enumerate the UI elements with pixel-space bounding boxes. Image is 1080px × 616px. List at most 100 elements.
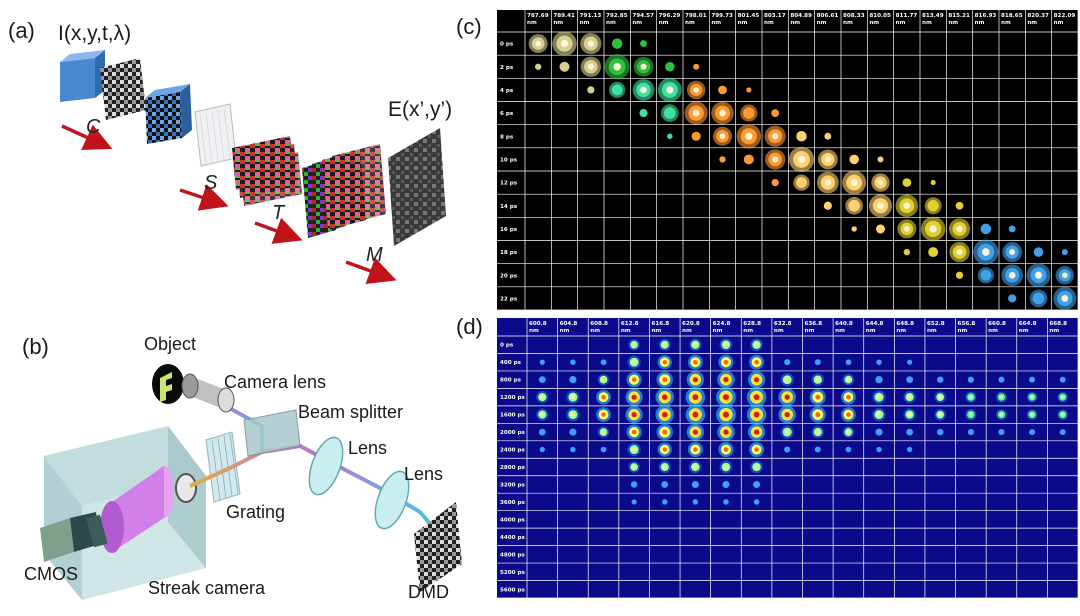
beam-splitter (243, 409, 301, 457)
time-label: 16 ps (500, 227, 518, 233)
frame-spot-core (661, 411, 668, 418)
frame-spot-core (1030, 395, 1034, 399)
wavelength-unit: nm (682, 328, 692, 334)
wavelength-unit: nm (632, 20, 642, 26)
frame-spot-core (784, 411, 790, 418)
time-label: 4000 ps (500, 517, 526, 523)
wavelength-label: 794.57 (632, 13, 654, 19)
frame-spot-core (601, 377, 606, 382)
frame-spot-core (846, 412, 851, 417)
frame-spot (661, 481, 669, 488)
frame-spot (849, 154, 859, 165)
frame-spot (876, 446, 882, 453)
frame-spot-core (815, 430, 820, 434)
time-label: 2 ps (500, 65, 514, 71)
lens-1-label: Lens (348, 438, 388, 458)
frame-spot-core (724, 342, 728, 347)
frame-spot-core (723, 447, 729, 452)
wavelength-unit: nm (817, 20, 827, 26)
frame-spot (723, 499, 729, 505)
time-label: 1200 ps (500, 395, 526, 401)
frame-spot-core (877, 179, 884, 186)
frame-spot (875, 428, 883, 436)
frame-spot (722, 480, 730, 489)
wavelength-unit: nm (527, 20, 537, 26)
frame-spot-core (640, 86, 647, 94)
time-label: 10 ps (500, 157, 518, 163)
wavelength-label: 636.8 (805, 321, 823, 327)
frame-spot-core (1061, 395, 1065, 399)
optical-setup-diagram (40, 364, 462, 600)
camera-lens (181, 373, 235, 413)
frame-spot-core (772, 156, 779, 163)
wavelength-unit: nm (975, 20, 985, 26)
frame-spot-core (693, 359, 698, 365)
frame-spot-core (1061, 294, 1069, 302)
frame-spot-core (850, 179, 858, 187)
lens-2-label: Lens (404, 464, 444, 484)
frame-spot-core (570, 412, 575, 417)
wavelength-label: 624.8 (713, 321, 731, 327)
cmos-label: CMOS (24, 564, 78, 584)
wavelength-unit: nm (560, 328, 570, 334)
frame-spot-core (1008, 271, 1016, 279)
time-label: 800 ps (500, 378, 522, 384)
frame-spot-core (969, 395, 973, 399)
frame-spot (930, 180, 936, 186)
frame-spot (848, 199, 861, 212)
frame-spot (851, 226, 857, 232)
wavelength-label: 656.8 (958, 321, 976, 327)
beam-splitter-label: Beam splitter (298, 402, 404, 422)
frame-spot-core (693, 465, 698, 469)
panel-a-label: (a) (8, 18, 35, 43)
time-label: 14 ps (500, 204, 518, 210)
wavelength-label: 652.8 (927, 321, 945, 327)
frame-spot-core (560, 39, 569, 48)
wavelength-unit: nm (790, 20, 800, 26)
wavelength-label: 822.09 (1054, 13, 1076, 19)
frame-spot-core (613, 62, 621, 71)
wavelength-label: 789.41 (553, 13, 575, 19)
frame-spot-core (693, 447, 698, 452)
frame-spot (967, 428, 974, 436)
frame-spot-core (662, 377, 668, 383)
frame-spot (753, 480, 761, 488)
frame-spot (906, 376, 914, 384)
frame-spot (845, 359, 852, 366)
wavelength-unit: nm (606, 20, 616, 26)
wavelength-unit: nm (711, 20, 721, 26)
frame-spot-core (1009, 249, 1016, 256)
frame-spot-core (601, 412, 606, 417)
frame-spot-core (692, 411, 699, 418)
frame-spot (539, 359, 545, 365)
time-label: 20 ps (500, 273, 518, 279)
frame-spot (534, 63, 542, 70)
frame-spot-core (692, 377, 698, 383)
time-label: 4400 ps (500, 535, 526, 541)
wavelength-label: 811.77 (896, 13, 918, 19)
frame-spot-core (601, 430, 606, 434)
frame-spot (600, 446, 607, 453)
wavelength-label: 640.8 (835, 321, 853, 327)
wavelength-label: 803.17 (764, 13, 786, 19)
wavelength-label: 664.8 (1019, 321, 1037, 327)
frame-spot-core (719, 109, 726, 117)
wavelength-label: 799.73 (711, 13, 733, 19)
wavelength-label: 620.8 (682, 321, 700, 327)
frame-spot-core (846, 377, 851, 382)
operator-c-label: C (86, 116, 101, 138)
coding-mask (100, 58, 146, 120)
frame-spot (691, 131, 701, 141)
time-label: 8 ps (500, 134, 514, 140)
wavelength-unit: nm (843, 20, 853, 26)
frame-spot-core (907, 395, 912, 399)
frame-spot-core (632, 342, 636, 347)
frame-spot (955, 201, 964, 210)
lens-1 (308, 436, 344, 496)
frame-spot-core (745, 132, 753, 140)
frame-spot (663, 107, 676, 119)
frame-spot-core (722, 411, 729, 418)
frame-spot-core (632, 447, 637, 452)
frame-spot (1008, 294, 1017, 303)
time-label: 3200 ps (500, 482, 526, 488)
